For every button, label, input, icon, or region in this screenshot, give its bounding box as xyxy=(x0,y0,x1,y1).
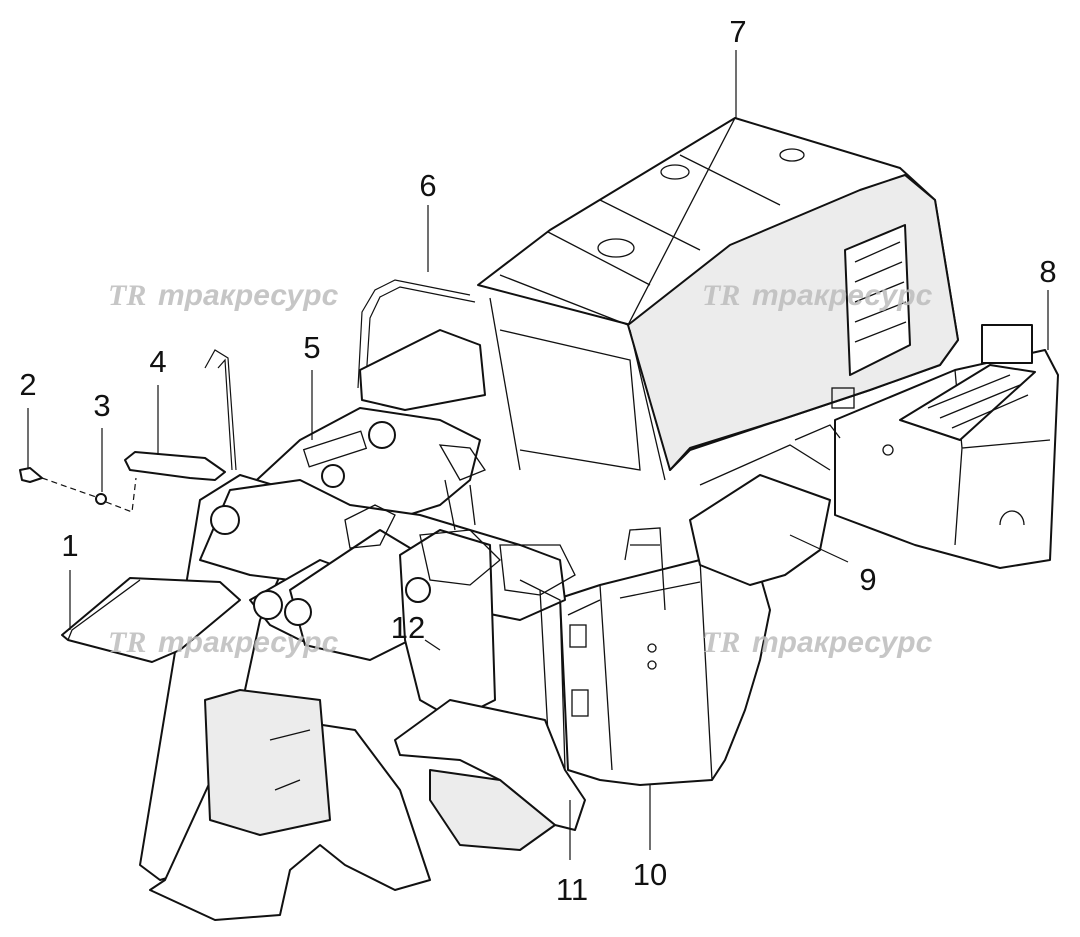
callout-6: 6 xyxy=(419,168,436,203)
callout-3: 3 xyxy=(93,388,110,423)
assembly-path-2-3-4 xyxy=(41,477,137,513)
callout-7: 7 xyxy=(729,14,746,49)
part-11-lower-fender xyxy=(394,699,586,851)
part-7-cab-housing xyxy=(477,117,959,481)
watermark-logo: TR xyxy=(108,626,146,659)
callout-4: 4 xyxy=(149,344,166,379)
part-10-front-housing xyxy=(559,559,771,786)
watermark-logo: TR xyxy=(702,626,740,659)
callout-5: 5 xyxy=(303,330,320,365)
callout-8: 8 xyxy=(1039,254,1056,289)
watermark-2: TR тракресурс xyxy=(702,279,933,312)
callout-2: 2 xyxy=(19,367,36,402)
callout-1: 1 xyxy=(61,528,78,563)
part-8-rear-box xyxy=(834,324,1059,569)
watermark-text: тракресурс xyxy=(752,626,933,659)
watermark-text: тракресурс xyxy=(752,279,933,312)
watermark-text: тракресурс xyxy=(158,626,339,659)
part-4-handle-bracket xyxy=(124,349,237,481)
part-3-washer xyxy=(95,493,107,505)
part-9-step-platform xyxy=(624,424,841,611)
leader-lines xyxy=(27,50,1049,860)
watermark-logo: TR xyxy=(108,279,146,312)
callout-10: 10 xyxy=(633,857,667,892)
watermark-1: TR тракресурс xyxy=(108,279,339,312)
watermark-logo: TR xyxy=(702,279,740,312)
watermark-text: тракресурс xyxy=(158,279,339,312)
callout-12: 12 xyxy=(391,610,425,645)
part-1-front-plate xyxy=(61,577,241,663)
callout-labels: 1 2 3 4 5 6 7 8 9 10 11 12 xyxy=(19,14,1056,907)
part-6-guard-rail xyxy=(357,279,486,411)
callout-9: 9 xyxy=(859,562,876,597)
watermark-3: TR тракресурс xyxy=(108,626,339,659)
callout-11: 11 xyxy=(556,872,588,907)
part-2-bolt xyxy=(19,467,43,483)
watermark-4: TR тракресурс xyxy=(702,626,933,659)
